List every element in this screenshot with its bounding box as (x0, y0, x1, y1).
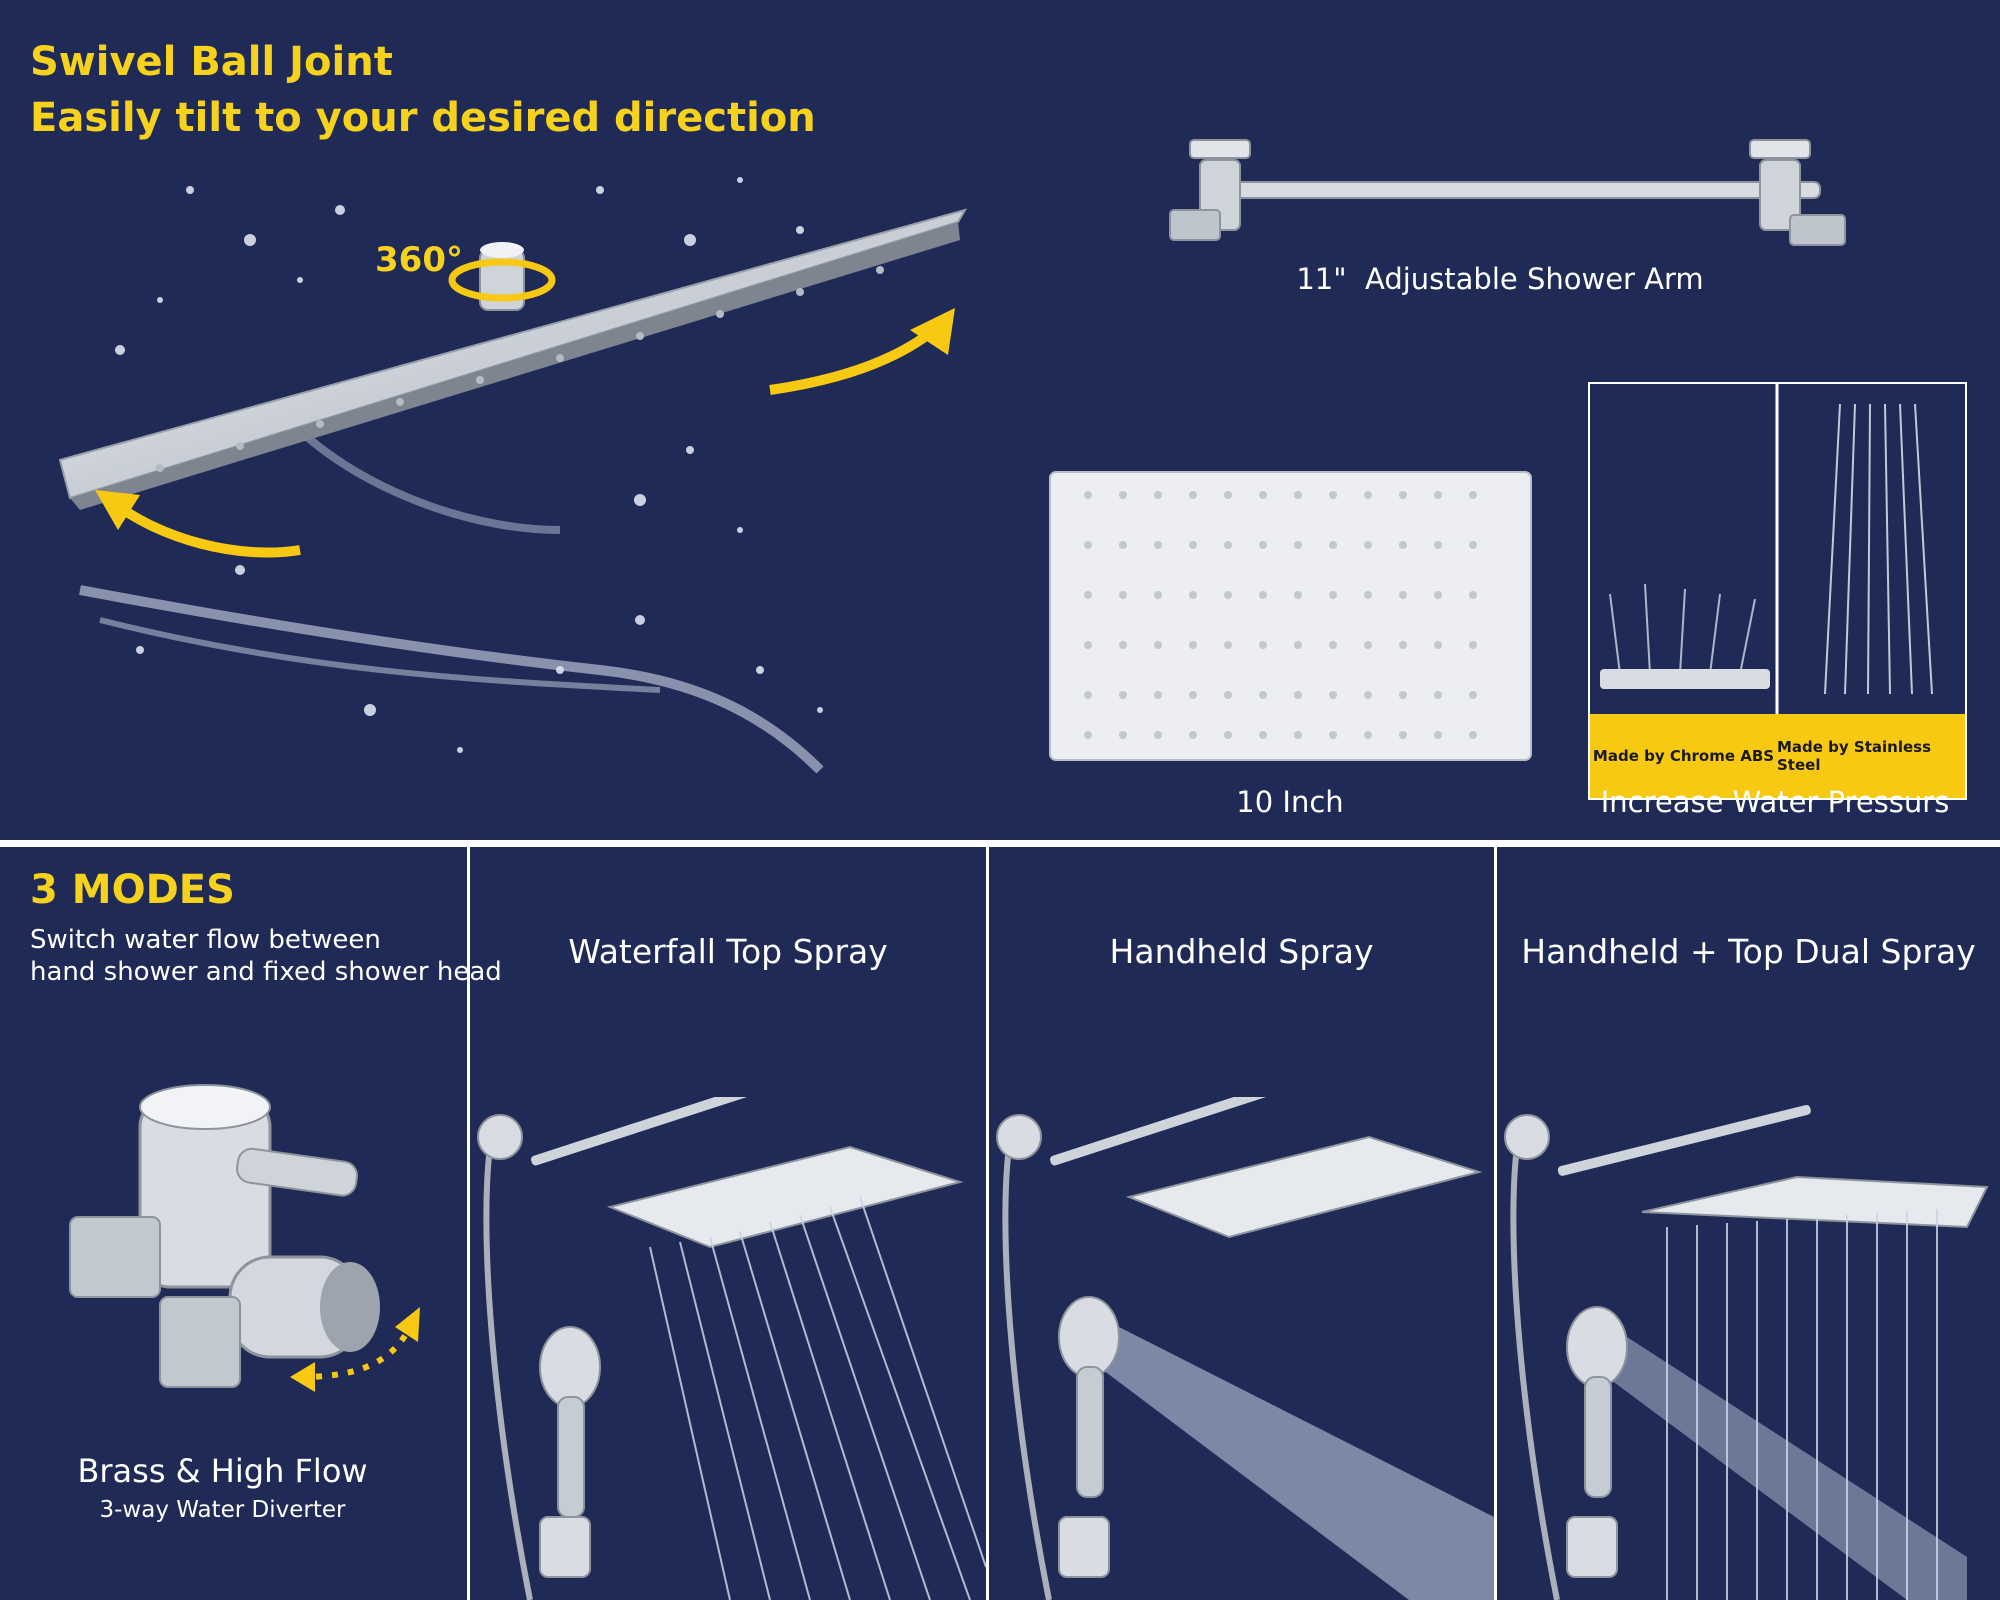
rotation-label: 360° (375, 240, 463, 280)
adjustable-arm-illustration (1169, 139, 1846, 246)
square-shower-plate (1049, 471, 1532, 761)
pressure-comparison-photo (1590, 384, 1965, 714)
top-section: Swivel Ball Joint Easily tilt to your de… (30, 39, 1967, 819)
rain-shower-head-illustration (58, 177, 968, 774)
water-diverter-illustration (69, 1084, 420, 1392)
mode-label: Handheld Spray (1109, 932, 1374, 971)
size-caption: 10 Inch (1236, 785, 1344, 819)
modes-section: 3 MODES Switch water flow between hand s… (0, 847, 2000, 1600)
arm-caption: 11" Adjustable Shower Arm (1296, 262, 1704, 296)
dual-spray-illustration (1504, 1104, 1989, 1600)
pressure-comparison: Made by Chrome ABS Made by Stainless Ste… (1588, 382, 1967, 800)
pressure-badge-left: Made by Chrome ABS (1590, 714, 1777, 798)
modes-description-line-2: hand shower and fixed shower head (30, 957, 502, 987)
pressure-caption: Increase Water Pressurs (1600, 785, 1950, 819)
waterfall-top-spray-illustration (477, 1097, 986, 1600)
column-divider-3 (1494, 847, 1497, 1600)
headline-line-1: Swivel Ball Joint (30, 39, 393, 85)
diverter-subtitle: 3-way Water Diverter (99, 1497, 346, 1523)
column-divider-1 (467, 847, 470, 1600)
mode-waterfall-top-spray: Waterfall Top Spray (470, 847, 986, 1600)
diverter-title: Brass & High Flow (77, 1452, 368, 1490)
column-divider-2 (986, 847, 989, 1600)
modes-description-line-1: Switch water flow between (30, 925, 381, 955)
mode-handheld-spray: Handheld Spray (989, 847, 1494, 1600)
handheld-spray-illustration (996, 1097, 1494, 1600)
pressure-badge-right: Made by Stainless Steel (1777, 714, 1965, 798)
section-divider (0, 840, 2000, 847)
mode-label: Handheld + Top Dual Spray (1521, 932, 1976, 971)
mode-label: Waterfall Top Spray (568, 932, 888, 971)
headline-line-2: Easily tilt to your desired direction (30, 95, 816, 141)
mode-dual-spray: Handheld + Top Dual Spray (1497, 847, 2000, 1600)
modes-heading: 3 MODES (30, 867, 235, 913)
